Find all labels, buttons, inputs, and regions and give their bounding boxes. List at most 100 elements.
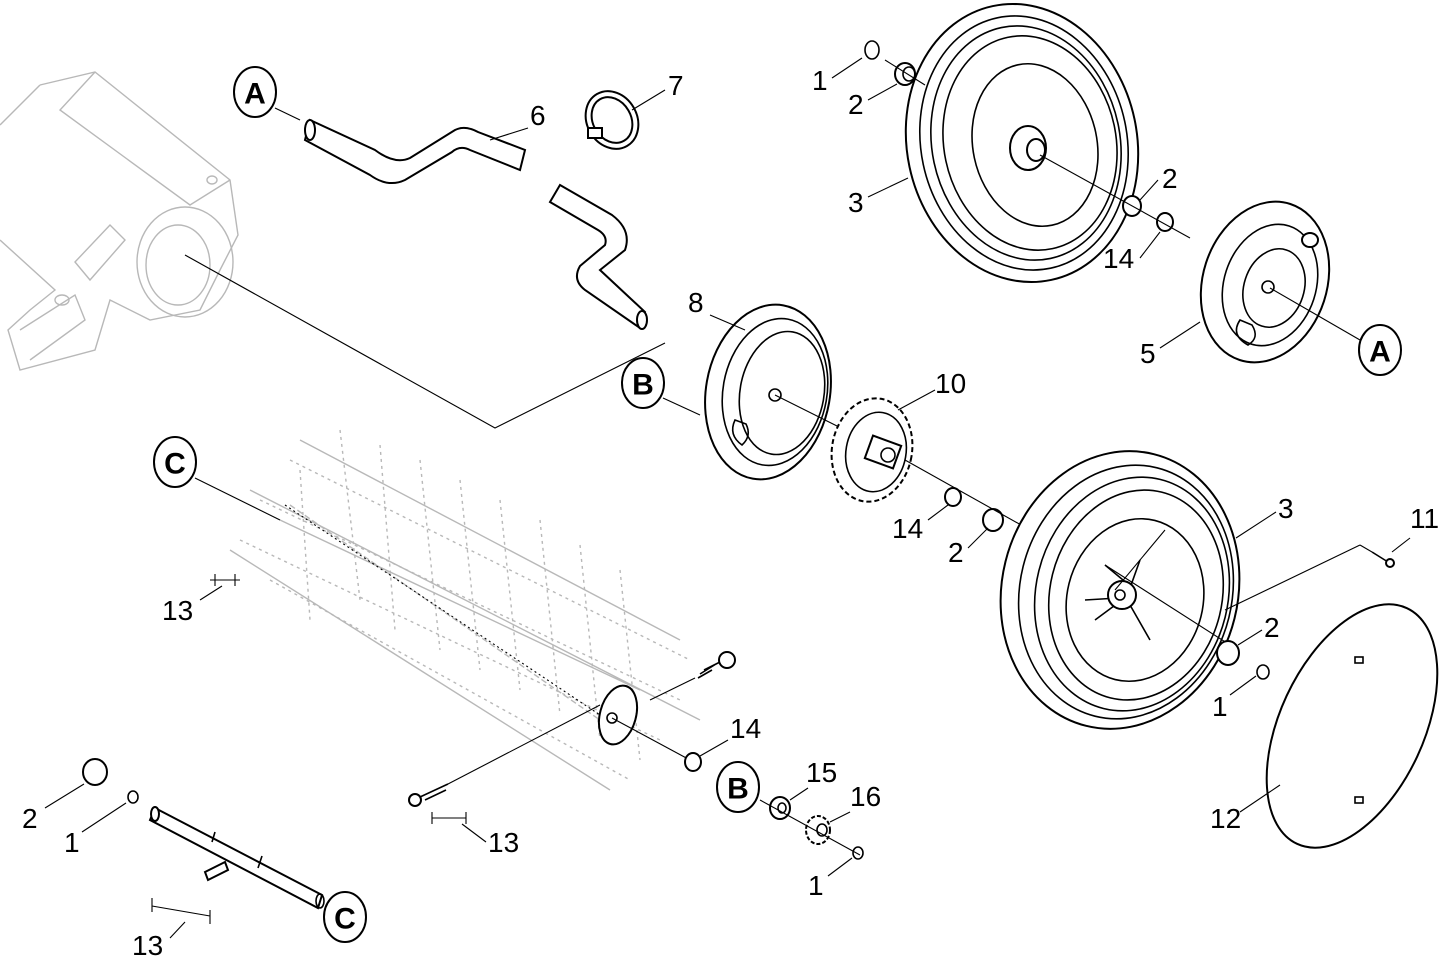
callout-2-top: 2 bbox=[848, 83, 898, 120]
callout-1-top: 1 bbox=[812, 57, 863, 96]
svg-text:B: B bbox=[727, 773, 749, 806]
svg-text:7: 7 bbox=[668, 70, 684, 101]
callout-10: 10 bbox=[897, 368, 966, 411]
screw-leader bbox=[1224, 544, 1373, 611]
handle-rod-lower bbox=[548, 183, 648, 330]
wheel-lower bbox=[999, 450, 1241, 730]
svg-text:2: 2 bbox=[1264, 612, 1280, 643]
spacer-upper bbox=[1156, 212, 1174, 232]
hub-cap bbox=[1199, 200, 1331, 364]
callout-11: 11 bbox=[1391, 503, 1439, 553]
callout-14-roller: 14 bbox=[699, 713, 761, 757]
svg-text:13: 13 bbox=[132, 930, 163, 961]
retaining-ring-shaft bbox=[127, 790, 139, 804]
callout-6: 6 bbox=[489, 100, 546, 141]
callout-13-shaft: 13 bbox=[132, 921, 186, 961]
svg-text:2: 2 bbox=[848, 89, 864, 120]
ref-marker-a-right: A bbox=[1358, 324, 1402, 376]
ref-marker-c-left: C bbox=[153, 436, 197, 488]
svg-text:16: 16 bbox=[850, 781, 881, 812]
callout-1-pinion: 1 bbox=[808, 857, 853, 901]
bushing-upper bbox=[894, 62, 916, 86]
screw-11 bbox=[1371, 551, 1395, 568]
callout-2-gear: 2 bbox=[948, 527, 989, 568]
callout-3-lower-wheel: 3 bbox=[1235, 493, 1294, 539]
ref-leader-b-mid bbox=[662, 397, 701, 416]
svg-text:5: 5 bbox=[1140, 338, 1156, 369]
svg-text:1: 1 bbox=[1212, 691, 1228, 722]
svg-text:10: 10 bbox=[935, 368, 966, 399]
svg-text:2: 2 bbox=[22, 803, 38, 834]
svg-text:2: 2 bbox=[1162, 163, 1178, 194]
callout-2-shaft: 2 bbox=[22, 783, 85, 834]
callout-7: 7 bbox=[631, 70, 684, 111]
svg-text:14: 14 bbox=[730, 713, 761, 744]
callout-1-shaft: 1 bbox=[64, 802, 127, 858]
ref-leader-c-left bbox=[194, 477, 281, 521]
ref-marker-c-low: C bbox=[323, 891, 367, 943]
svg-text:1: 1 bbox=[812, 65, 828, 96]
svg-text:11: 11 bbox=[1410, 503, 1439, 534]
svg-text:1: 1 bbox=[808, 870, 824, 901]
svg-text:6: 6 bbox=[530, 100, 546, 131]
callout-13-left: 13 bbox=[162, 585, 223, 626]
screw-13-lower bbox=[408, 783, 449, 807]
callout-14-gear: 14 bbox=[892, 504, 949, 544]
lower-axis-line bbox=[1104, 529, 1231, 646]
callout-2-lower: 2 bbox=[1237, 612, 1280, 646]
screw-marker-13b bbox=[431, 812, 467, 824]
svg-text:1: 1 bbox=[64, 827, 80, 858]
retaining-ring-upper bbox=[864, 40, 880, 60]
callout-8: 8 bbox=[688, 287, 746, 331]
callout-5: 5 bbox=[1140, 321, 1201, 369]
svg-text:13: 13 bbox=[488, 827, 519, 858]
callout-3-upper-wheel: 3 bbox=[848, 177, 909, 218]
axis-line-upper bbox=[884, 59, 1191, 239]
callout-15: 15 bbox=[789, 757, 837, 801]
screw-marker-13a bbox=[210, 574, 240, 586]
bushing-lower bbox=[1216, 640, 1240, 666]
spring-screw-leader bbox=[649, 677, 696, 701]
ref-marker-b-low: B bbox=[716, 761, 760, 813]
wheel-upper bbox=[904, 2, 1140, 284]
screw-13-leader bbox=[447, 704, 601, 785]
callout-12: 12 bbox=[1210, 784, 1281, 834]
retaining-ring-pinion bbox=[852, 846, 864, 860]
svg-text:2: 2 bbox=[948, 537, 964, 568]
svg-text:C: C bbox=[334, 903, 356, 936]
housing-leader-line bbox=[184, 254, 666, 429]
svg-text:C: C bbox=[164, 448, 186, 481]
gear-axis-line bbox=[904, 459, 1031, 531]
callout-14-upper: 14 bbox=[1103, 231, 1161, 274]
callout-16: 16 bbox=[829, 781, 881, 823]
svg-text:13: 13 bbox=[162, 595, 193, 626]
svg-text:A: A bbox=[1369, 336, 1391, 369]
screw-marker-13c bbox=[151, 898, 211, 924]
svg-text:14: 14 bbox=[892, 513, 923, 544]
svg-text:14: 14 bbox=[1103, 243, 1134, 274]
bearing-15 bbox=[769, 796, 791, 820]
pinion-16 bbox=[805, 815, 831, 845]
hose-clamp bbox=[584, 90, 640, 150]
drive-hub bbox=[704, 303, 832, 481]
brush-roller bbox=[229, 429, 701, 791]
bushing-shaft bbox=[82, 758, 108, 786]
ref-marker-a-top: A bbox=[233, 66, 277, 118]
callout-1-lower: 1 bbox=[1212, 675, 1257, 722]
bushing-gear bbox=[982, 508, 1004, 532]
gear-wheel bbox=[830, 397, 914, 503]
spacer-roller bbox=[684, 752, 702, 772]
svg-text:A: A bbox=[244, 78, 266, 111]
ref-leader-a-top bbox=[274, 107, 301, 121]
roller-axis-line bbox=[611, 717, 691, 761]
cover-disc bbox=[1265, 603, 1439, 849]
spring-screw bbox=[697, 651, 736, 679]
hub-cap-leader bbox=[1269, 287, 1361, 341]
svg-text:12: 12 bbox=[1210, 803, 1241, 834]
svg-text:15: 15 bbox=[806, 757, 837, 788]
retaining-ring-lower bbox=[1256, 664, 1270, 680]
spacer-gear bbox=[944, 487, 962, 507]
svg-text:B: B bbox=[632, 369, 654, 402]
pinion-axis-line bbox=[759, 799, 861, 856]
